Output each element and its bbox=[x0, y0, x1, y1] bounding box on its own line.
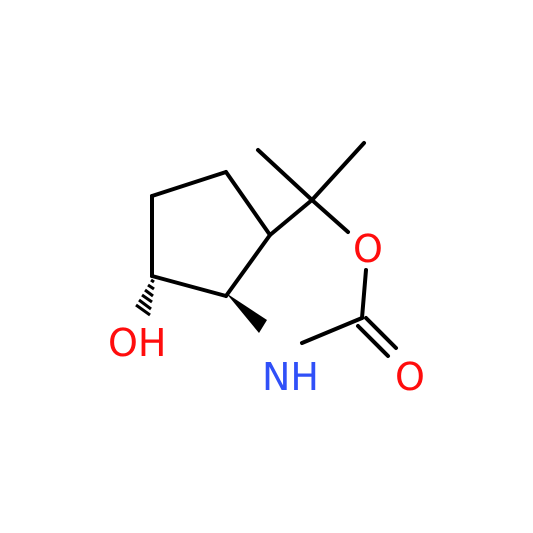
bond-carbonyl-double-2 bbox=[356, 324, 390, 358]
bond-cquat-o bbox=[310, 198, 350, 234]
atom-label-carbonyl-oxygen: O bbox=[395, 355, 425, 399]
bond-c4-cquat bbox=[268, 198, 314, 237]
bond-carbonyl-double-1 bbox=[364, 316, 398, 350]
atom-label-hydroxyl: OH bbox=[108, 321, 166, 365]
bond-c2-c3 bbox=[150, 170, 228, 198]
bond-o-ccarbonyl bbox=[360, 268, 368, 320]
atom-label-ring-oxygen: O bbox=[353, 227, 383, 271]
bond-methyl-right bbox=[310, 141, 366, 202]
atom-label-amine: NH bbox=[262, 355, 319, 399]
bond-c3-c4 bbox=[224, 170, 272, 237]
bond-c4-c5 bbox=[224, 233, 272, 298]
bond-ccarbonyl-n bbox=[300, 316, 364, 345]
bond-methyl-left bbox=[256, 148, 314, 202]
hashed-bond-c1-oh bbox=[135, 278, 155, 317]
wedge-bond-c5-n bbox=[226, 293, 267, 333]
bond-c5-c1 bbox=[150, 274, 228, 298]
